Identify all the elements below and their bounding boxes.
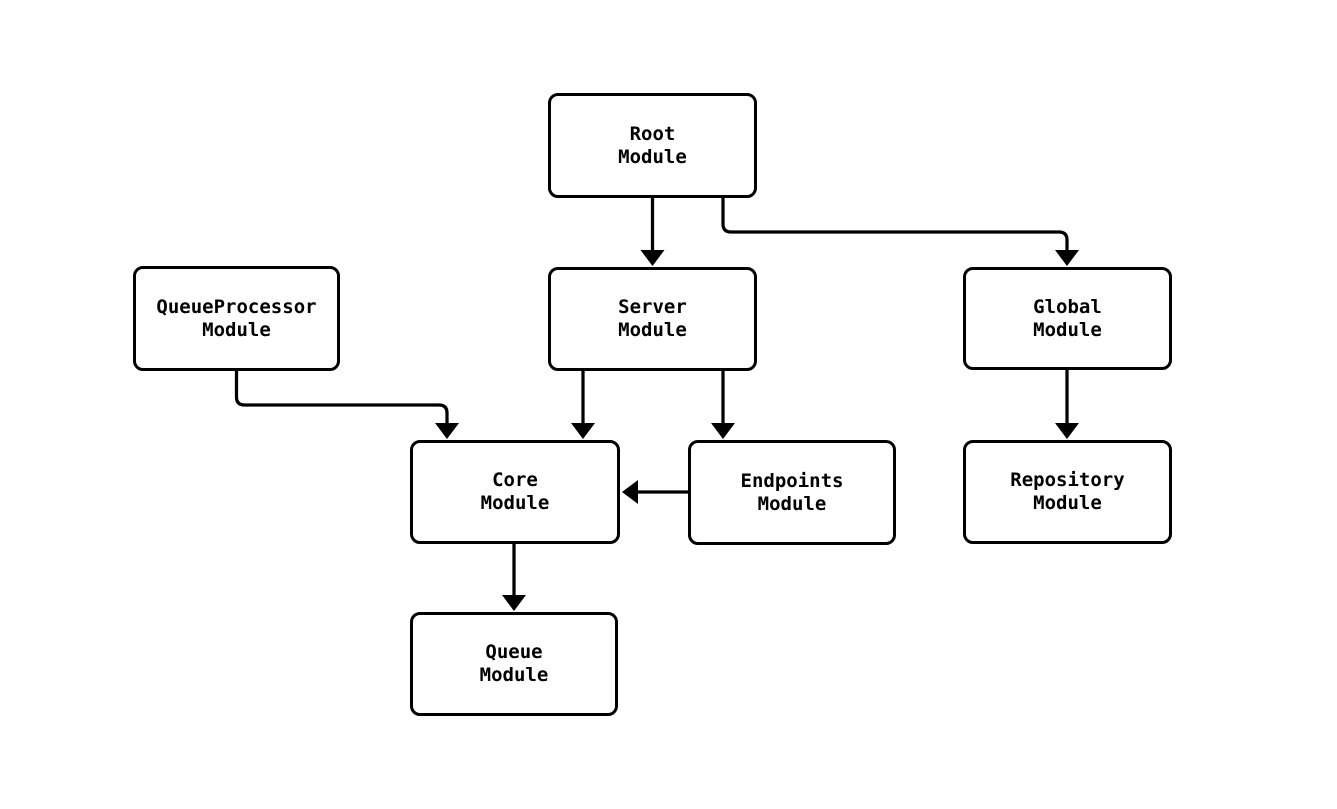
arrowhead-down-icon <box>711 423 735 439</box>
node-global-module: Global Module <box>963 267 1172 370</box>
node-queue-module-label: Queue Module <box>479 641 549 686</box>
edge-endpoints-to-core <box>622 480 688 504</box>
edge-root-to-global <box>721 198 1079 266</box>
node-repository-module-label: Repository Module <box>1010 469 1125 514</box>
arrowhead-left-icon <box>622 480 638 504</box>
arrowhead-down-icon <box>640 250 665 266</box>
arrowhead-down-icon <box>1055 423 1079 439</box>
node-endpoints-module: Endpoints Module <box>688 440 896 545</box>
node-repository-module: Repository Module <box>963 440 1172 544</box>
edge-queueprocessor-to-core <box>234 371 459 439</box>
node-server-module-label: Server Module <box>618 296 687 341</box>
edge-core-to-queue <box>502 544 526 611</box>
node-endpoints-module-label: Endpoints Module <box>740 469 844 515</box>
node-root-module: Root Module <box>548 93 757 198</box>
node-queue-module: Queue Module <box>410 612 618 716</box>
node-server-module: Server Module <box>548 267 757 371</box>
node-global-module-label: Global Module <box>1033 295 1102 341</box>
edge-root-to-server <box>640 198 665 266</box>
node-root-module-label: Root Module <box>618 122 687 168</box>
arrowhead-down-icon <box>571 423 595 439</box>
arrowhead-down-icon <box>502 595 526 611</box>
node-core-module-label: Core Module <box>480 469 550 514</box>
arrowhead-down-icon <box>435 423 459 439</box>
node-queueprocessor-module-label: QueueProcessor Module <box>156 295 317 341</box>
edge-server-to-core <box>571 371 595 439</box>
edge-server-to-endpoints <box>711 371 735 439</box>
edge-global-to-repository <box>1055 370 1079 439</box>
arrowhead-down-icon <box>1055 250 1079 266</box>
node-queueprocessor-module: QueueProcessor Module <box>133 266 340 371</box>
node-core-module: Core Module <box>410 440 620 544</box>
